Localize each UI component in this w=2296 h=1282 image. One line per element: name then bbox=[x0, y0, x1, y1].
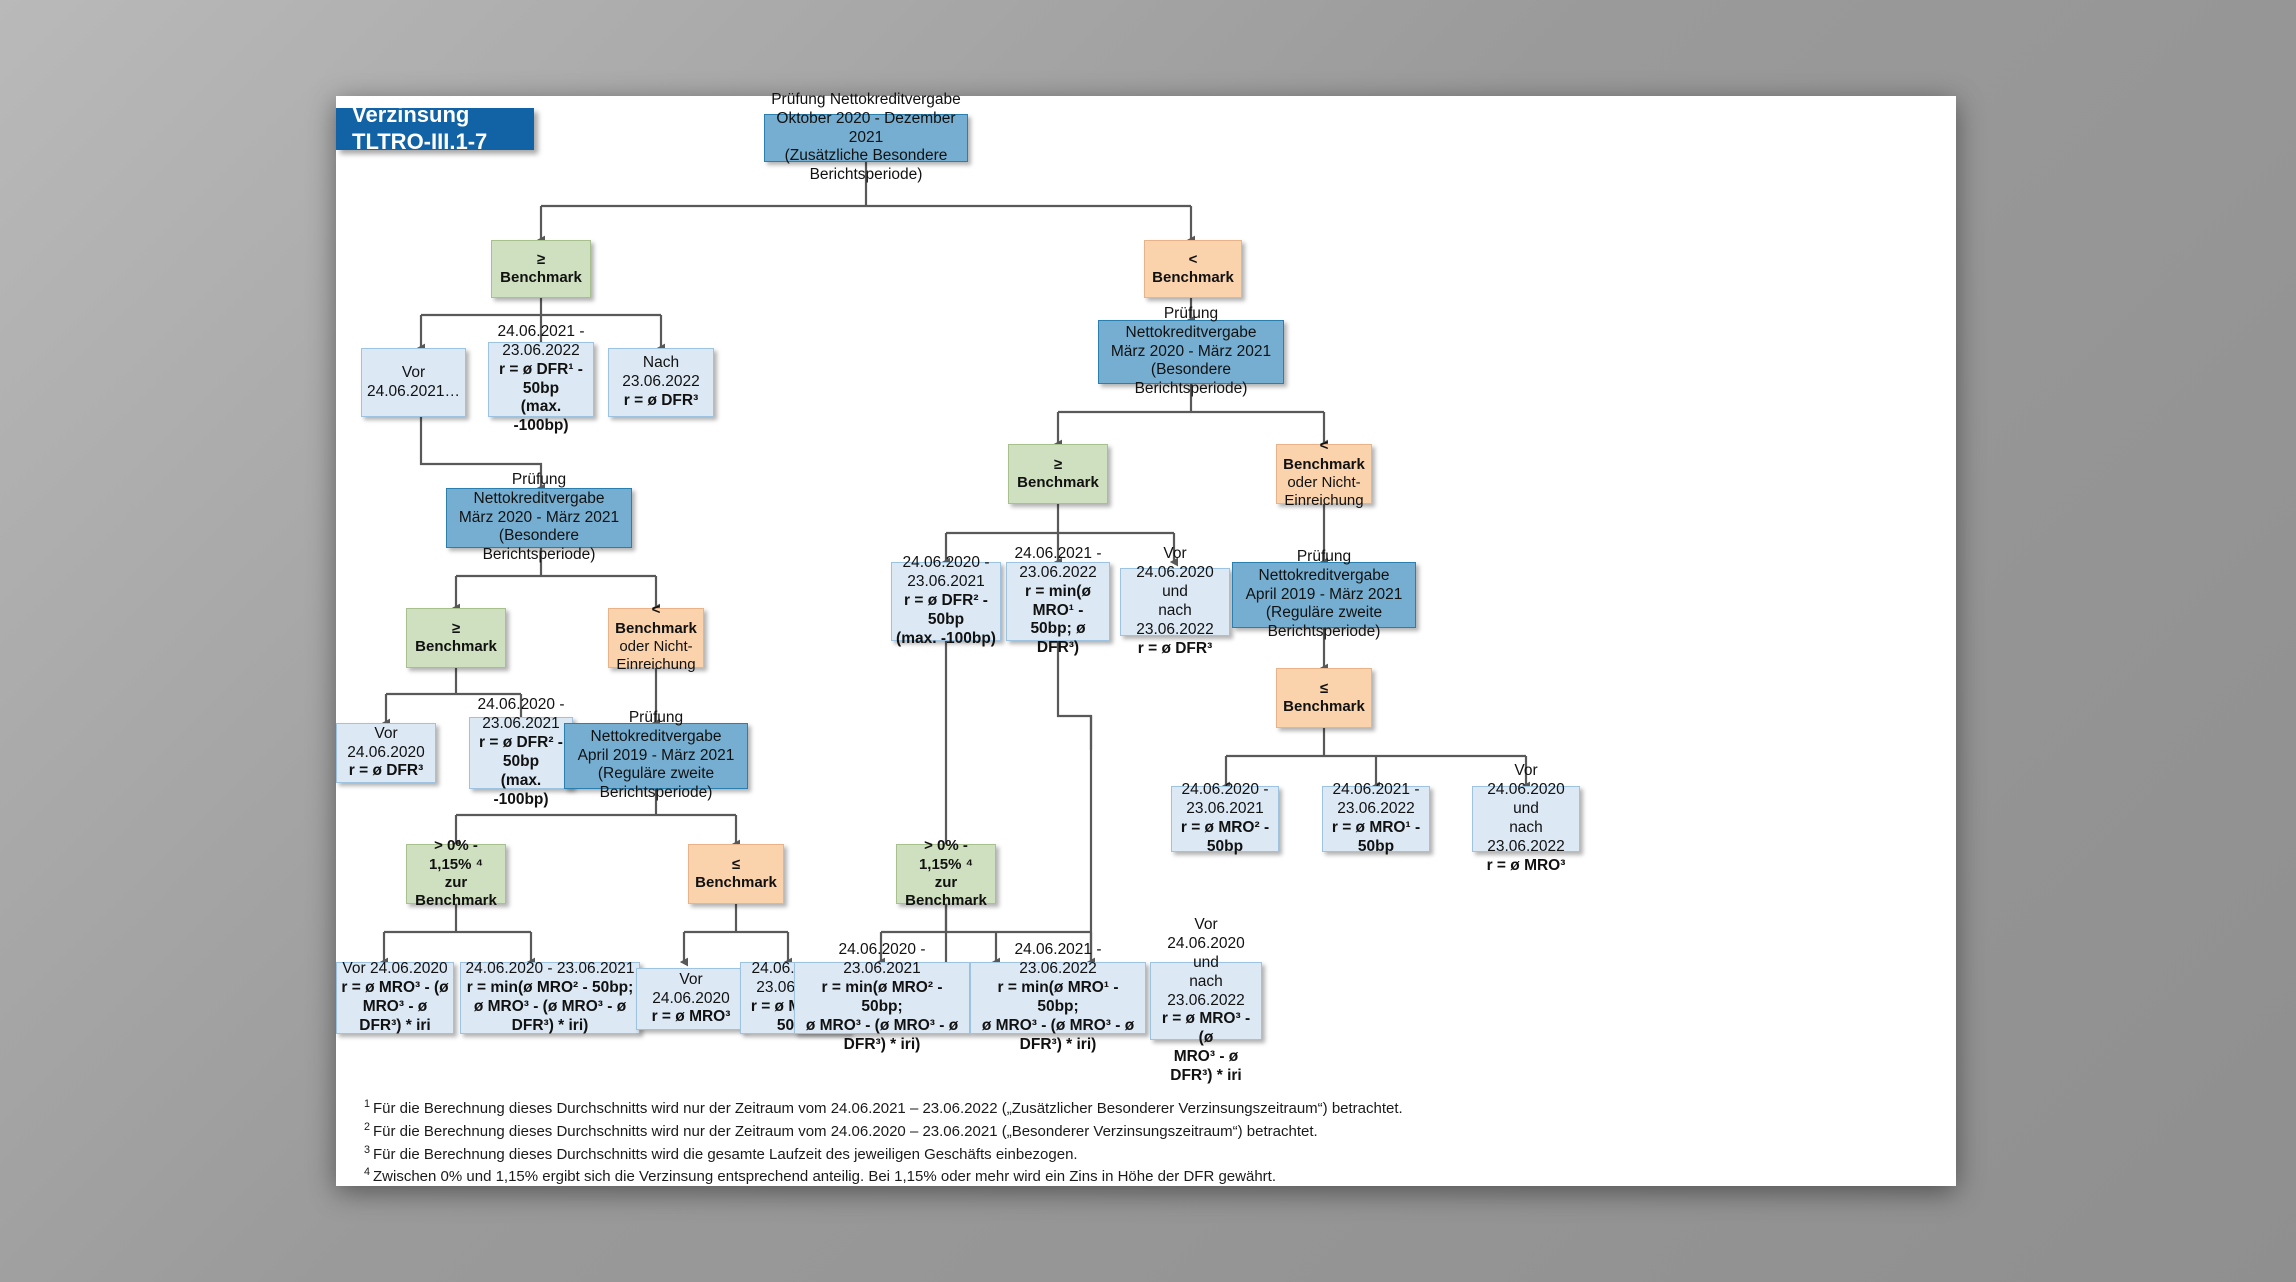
node-text: 24.06.2021 - 23.06.2022 r = min(ø MRO¹ -… bbox=[981, 941, 1135, 1053]
node-text: 24.06.2021 - 23.06.2022 r = min(ø MRO¹ -… bbox=[1014, 544, 1102, 657]
footnote-marker: 3 bbox=[364, 1143, 371, 1156]
node-text: Vor 24.06.2021… bbox=[366, 363, 461, 400]
node-text: 24.06.2020 - 23.06.2021 r = ø MRO² - 50b… bbox=[1180, 781, 1270, 855]
node-text: Prüfung Nettokreditvergabe Oktober 2020 … bbox=[771, 90, 961, 184]
node-leaf-l1[interactable]: Vor 24.06.2020 r = ø MRO³ - (ø MRO³ - ø … bbox=[336, 960, 454, 1034]
node-text: < Benchmark oder Nicht- Einreichung bbox=[615, 601, 697, 674]
node-right-r2[interactable]: 24.06.2021 - 23.06.2022 r = min(ø MRO¹ -… bbox=[1006, 545, 1110, 656]
node-left-pct-benchmark[interactable]: > 0% - 1,15% ⁴ zur Benchmark bbox=[406, 837, 506, 909]
node-leaf-rb1[interactable]: 24.06.2020 - 23.06.2021 r = ø MRO² - 50b… bbox=[1171, 781, 1279, 855]
node-right-ge-benchmark[interactable]: ≥ Benchmark bbox=[1008, 444, 1108, 504]
node-leaf-l2[interactable]: 24.06.2020 - 23.06.2021 r = min(ø MRO² -… bbox=[460, 960, 640, 1034]
node-right-pct-benchmark[interactable]: > 0% - 1,15% ⁴ zur Benchmark bbox=[896, 837, 996, 909]
node-right-le-benchmark[interactable]: ≤ Benchmark bbox=[1276, 668, 1372, 728]
node-right-pruefung-april[interactable]: Prüfung Nettokreditvergabe April 2019 - … bbox=[1232, 548, 1416, 640]
node-text: > 0% - 1,15% ⁴ zur Benchmark bbox=[905, 837, 987, 910]
footnote-text: Für die Berechnung dieses Durchschnitts … bbox=[373, 1122, 1318, 1140]
node-text: Vor 24.06.2020 r = ø MRO³ bbox=[651, 970, 731, 1026]
node-left-vor-24062020[interactable]: Vor 24.06.2020 r = ø DFR³ bbox=[336, 723, 436, 783]
node-text: Prüfung Nettokreditvergabe März 2020 - M… bbox=[1110, 304, 1272, 398]
node-text: ≤ Benchmark bbox=[695, 855, 777, 891]
node-left-pruefung-maerz[interactable]: Prüfung Nettokreditvergabe März 2020 - M… bbox=[446, 471, 632, 563]
title-badge-label: Verzinsung TLTRO-III.1-7 bbox=[352, 102, 488, 154]
node-text: ≥ Benchmark bbox=[500, 250, 582, 286]
node-leaf-rb2[interactable]: 24.06.2021 - 23.06.2022 r = ø MRO¹ - 50b… bbox=[1322, 781, 1430, 855]
node-text: Vor 24.06.2020 r = ø DFR³ bbox=[347, 724, 425, 780]
footnote-text: Zwischen 0% und 1,15% ergibt sich die Ve… bbox=[373, 1168, 1276, 1186]
node-right-lt-benchmark-2[interactable]: < Benchmark oder Nicht- Einreichung bbox=[1276, 437, 1372, 509]
footnote-marker: 4 bbox=[364, 1166, 371, 1179]
node-left-ge-benchmark[interactable]: ≥ Benchmark bbox=[491, 240, 591, 298]
node-right-r1[interactable]: 24.06.2020 - 23.06.2021 r = ø DFR² - 50b… bbox=[891, 554, 1001, 647]
node-text: Nach 23.06.2022 r = ø DFR³ bbox=[622, 354, 700, 409]
node-right-lt-benchmark[interactable]: < Benchmark bbox=[1144, 240, 1242, 298]
node-text: 24.06.2021 - 23.06.2022 r = ø DFR¹ - 50b… bbox=[497, 322, 585, 435]
node-text: ≥ Benchmark bbox=[415, 619, 497, 655]
node-leaf-l3[interactable]: Vor 24.06.2020 r = ø MRO³ bbox=[636, 968, 746, 1030]
node-vor-24062021[interactable]: Vor 24.06.2021… bbox=[361, 348, 466, 417]
node-text: Prüfung Nettokreditvergabe März 2020 - M… bbox=[458, 470, 620, 564]
node-text: Prüfung Nettokreditvergabe April 2019 - … bbox=[1245, 547, 1403, 641]
node-text: 24.06.2021 - 23.06.2022 r = ø MRO¹ - 50b… bbox=[1331, 781, 1421, 855]
flowchart-slide: Verzinsung TLTRO-III.1-7 Prüfung Nettokr… bbox=[336, 91, 1956, 1189]
title-badge: Verzinsung TLTRO-III.1-7 bbox=[336, 102, 534, 154]
node-left-pruefung-april[interactable]: Prüfung Nettokreditvergabe April 2019 - … bbox=[564, 709, 748, 801]
node-text: 24.06.2020 - 23.06.2021 r = min(ø MRO² -… bbox=[805, 941, 959, 1053]
node-leaf-rf3[interactable]: Vor 24.06.2020 und nach 23.06.2022 r = ø… bbox=[1150, 916, 1262, 1084]
node-text: Vor 24.06.2020 r = ø MRO³ - (ø MRO³ - ø … bbox=[341, 960, 449, 1034]
node-text: ≥ Benchmark bbox=[1017, 455, 1099, 491]
node-left-ge-benchmark-2[interactable]: ≥ Benchmark bbox=[406, 608, 506, 668]
node-leaf-rb3[interactable]: Vor 24.06.2020 und nach 23.06.2022 r = ø… bbox=[1472, 762, 1580, 874]
node-left-2020-2021[interactable]: 24.06.2020 - 23.06.2021 r = ø DFR² - 50b… bbox=[469, 696, 573, 808]
node-leaf-rf2[interactable]: 24.06.2021 - 23.06.2022 r = min(ø MRO¹ -… bbox=[970, 941, 1146, 1053]
node-text: > 0% - 1,15% ⁴ zur Benchmark bbox=[415, 837, 497, 910]
node-root-pruefung[interactable]: Prüfung Nettokreditvergabe Oktober 2020 … bbox=[764, 91, 968, 183]
node-left-2021-2022[interactable]: 24.06.2021 - 23.06.2022 r = ø DFR¹ - 50b… bbox=[488, 323, 594, 434]
node-text: Prüfung Nettokreditvergabe April 2019 - … bbox=[577, 708, 735, 802]
node-left-le-benchmark[interactable]: ≤ Benchmark bbox=[688, 844, 784, 904]
node-text: < Benchmark bbox=[1152, 250, 1234, 286]
node-text: Vor 24.06.2020 und nach 23.06.2022 r = ø… bbox=[1136, 545, 1214, 657]
footnote-marker: 2 bbox=[364, 1120, 371, 1133]
node-right-r3[interactable]: Vor 24.06.2020 und nach 23.06.2022 r = ø… bbox=[1120, 545, 1230, 657]
node-text: Vor 24.06.2020 und nach 23.06.2022 r = ø… bbox=[1486, 762, 1566, 874]
node-left-lt-benchmark-2[interactable]: < Benchmark oder Nicht- Einreichung bbox=[608, 601, 704, 673]
footnote-text: Für die Berechnung dieses Durchschnitts … bbox=[373, 1100, 1403, 1117]
node-text: 24.06.2020 - 23.06.2021 r = ø DFR² - 50b… bbox=[477, 696, 565, 808]
footnote-marker: 1 bbox=[364, 1098, 371, 1110]
node-nach-23062022[interactable]: Nach 23.06.2022 r = ø DFR³ bbox=[608, 348, 714, 417]
node-right-pruefung-maerz[interactable]: Prüfung Nettokreditvergabe März 2020 - M… bbox=[1098, 305, 1284, 397]
node-text: 24.06.2020 - 23.06.2021 r = min(ø MRO² -… bbox=[465, 960, 635, 1034]
node-text: 24.06.2020 - 23.06.2021 r = ø DFR² - 50b… bbox=[896, 554, 996, 647]
footnote-text: Für die Berechnung dieses Durchschnitts … bbox=[373, 1145, 1078, 1163]
node-text: Vor 24.06.2020 und nach 23.06.2022 r = ø… bbox=[1161, 915, 1251, 1085]
node-text: < Benchmark oder Nicht- Einreichung bbox=[1283, 437, 1365, 510]
node-leaf-rf1[interactable]: 24.06.2020 - 23.06.2021 r = min(ø MRO² -… bbox=[794, 941, 970, 1053]
node-text: ≤ Benchmark bbox=[1283, 679, 1365, 715]
